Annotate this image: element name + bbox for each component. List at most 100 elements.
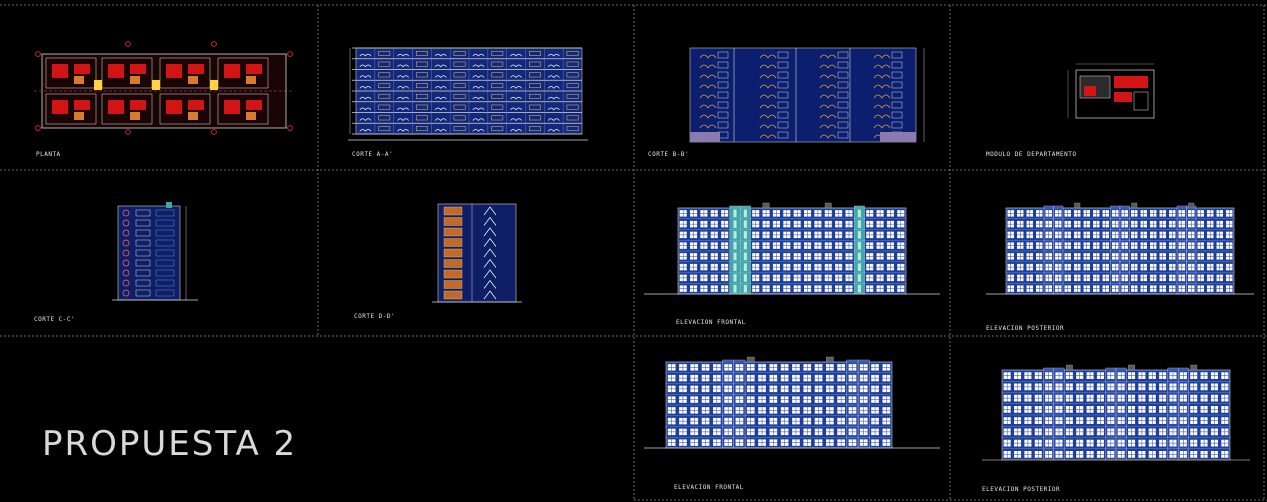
front-elevation-2-drawing [644,356,940,449]
apartment-unit [45,57,97,89]
furniture-mark [472,96,485,100]
furniture-mark [510,64,522,68]
stair-flight [483,279,497,289]
label-planta: PLANTA [36,151,61,158]
door-mark [529,126,541,132]
section-fixture [122,229,130,237]
stair-flight [699,54,717,59]
section-d-drawing [432,203,522,303]
accent-window [743,263,747,271]
furniture-mark [434,86,447,89]
door-mark [416,83,428,89]
furniture-mark [434,118,447,122]
accent-window [857,284,861,293]
section-room [891,51,903,59]
section-room [135,269,151,277]
furniture-mark [510,129,522,132]
stair-flight [483,237,497,247]
accent-window [857,252,861,261]
furniture-mark [547,118,560,122]
section-room [837,81,849,89]
label-elev-posterior-1: ELEVACION POSTERIOR [986,325,1065,332]
room-fill [188,64,204,74]
furniture-mark [397,129,409,132]
stair-flight [699,74,717,79]
door-mark [566,72,579,78]
section-room [717,111,729,119]
section-stair-room [443,217,463,226]
stair-flight [699,84,717,89]
room-fill [166,100,182,114]
door-mark [566,126,579,132]
section-room [717,121,729,129]
axis-marker [35,125,41,131]
door-mark [491,126,504,132]
bath-fill [246,76,256,84]
furniture-mark [472,64,485,68]
stair-flight [759,134,777,139]
door-mark [416,72,428,78]
apartment-unit [159,57,211,89]
base-hatch [880,132,916,142]
stair-flight [873,124,891,129]
furniture-mark [359,53,372,57]
stair-flight [819,64,837,69]
apartment-unit [45,93,97,125]
axis-marker [287,51,293,57]
furniture-mark [397,118,409,122]
accent-window [743,231,747,239]
section-b-drawing [689,47,925,143]
furniture-mark [472,129,485,132]
accent-window [857,274,861,282]
accent-window [743,274,747,282]
section-room [717,51,729,59]
label-elev-frontal-1: ELEVACION FRONTAL [676,319,746,326]
door-mark [453,72,466,78]
section-room [135,229,151,237]
door-mark [416,50,428,56]
furniture-mark [472,118,485,122]
stair-flight [819,54,837,59]
section-room [777,61,789,69]
stair-flight [819,134,837,139]
bath-fill [74,112,84,120]
furniture-mark [397,64,409,68]
section-room [837,101,849,109]
label-corte-a: CORTE A-A' [352,151,394,158]
stair-flight [759,104,777,109]
stair-flight [699,64,717,69]
stair-flight [873,64,891,69]
room-fill [74,100,90,110]
door-mark [566,93,579,99]
apartment-unit [101,93,153,125]
stair-flight [819,114,837,119]
door-mark [453,104,466,110]
section-room [155,239,175,247]
section-stair-room [443,280,463,289]
section-room [717,91,729,99]
room-fill [52,100,68,114]
furniture-mark [472,86,485,89]
roof-parapet [1065,364,1073,371]
section-room [135,239,151,247]
accent-window [733,252,737,261]
accent-window [857,263,861,271]
door-mark [378,93,391,99]
stair-flight [819,74,837,79]
stair-flight [873,54,891,59]
accent-window [733,274,737,282]
section-room [717,71,729,79]
section-fixture [122,279,130,287]
section-room [891,61,903,69]
stair-flight [483,227,497,237]
accent-window [733,263,737,271]
section-room [155,209,175,217]
floor-plan-drawing [34,41,294,135]
section-room [777,51,789,59]
apartment-unit [101,57,153,89]
stair-flight [759,74,777,79]
stair-flight [819,94,837,99]
bath-fill [188,76,198,84]
furniture-mark [359,96,372,100]
